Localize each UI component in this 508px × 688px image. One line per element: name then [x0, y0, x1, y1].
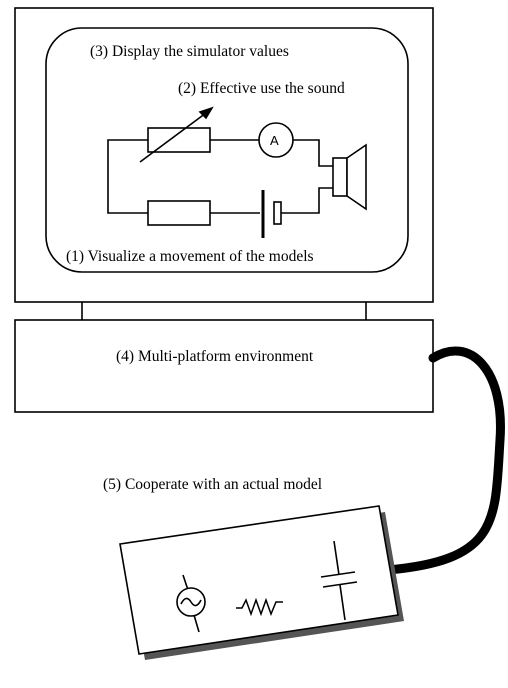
label-cooperate-model: (5) Cooperate with an actual model	[103, 476, 322, 493]
label-multi-platform: (4) Multi-platform environment	[116, 348, 314, 365]
label-visualize-models: (1) Visualize a movement of the models	[66, 248, 314, 265]
computer-base	[14, 319, 434, 413]
variable-resistor-arrowhead	[198, 106, 214, 120]
resistor-icon	[236, 597, 283, 617]
speaker-cone	[346, 143, 367, 211]
ammeter-label: A	[270, 133, 279, 148]
wire-to-speaker-bottom	[281, 187, 333, 214]
device-box	[119, 505, 399, 655]
screen-circuit	[107, 106, 367, 238]
speaker-icon	[332, 157, 348, 197]
capacitor-icon	[320, 540, 358, 621]
connection-cable	[383, 346, 505, 575]
battery-negative-plate	[273, 201, 282, 225]
base-box	[14, 319, 434, 413]
wire-top	[107, 139, 148, 214]
label-display-values: (3) Display the simulator values	[90, 43, 289, 60]
monitor-screen	[45, 27, 409, 273]
actual-model-device	[119, 505, 404, 660]
label-effective-sound: (2) Effective use the sound	[178, 80, 345, 97]
ac-source-icon	[176, 574, 206, 633]
resistor-icon-screen	[147, 200, 211, 226]
wire-to-speaker-top	[293, 139, 333, 167]
variable-resistor-arrow	[139, 112, 207, 163]
